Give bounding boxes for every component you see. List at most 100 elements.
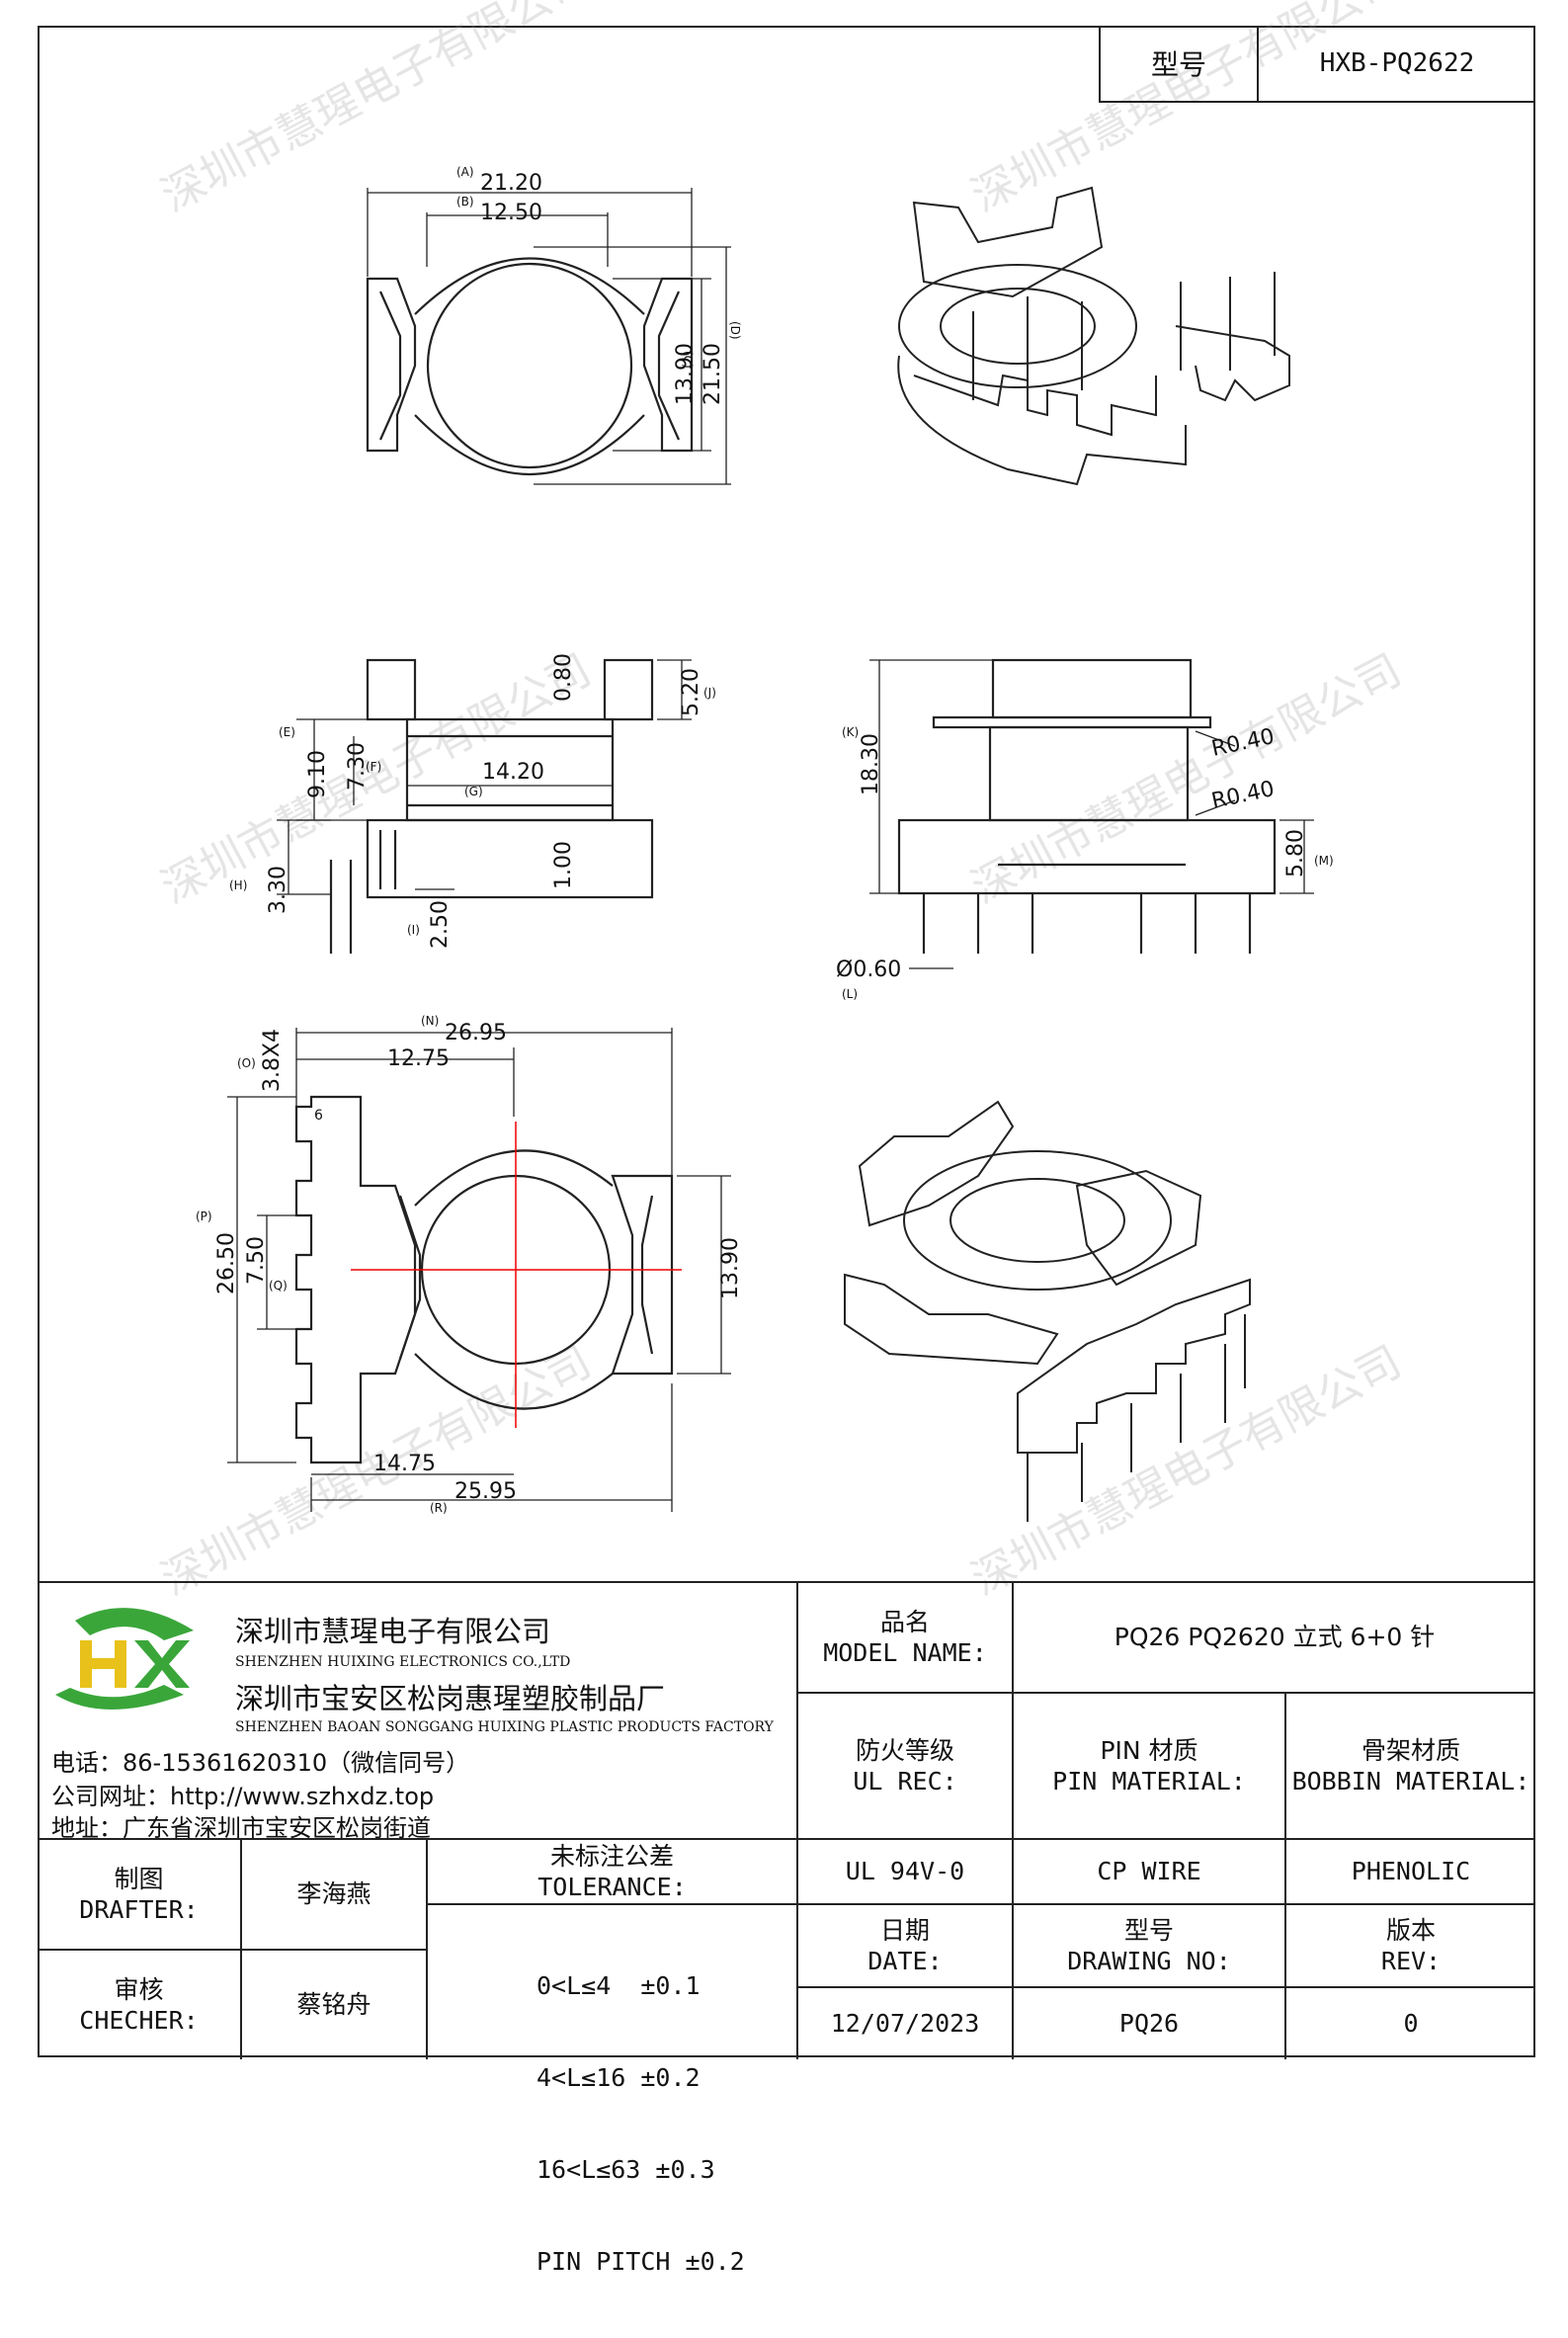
- side-view: [329, 658, 654, 954]
- isometric-view-bottom: [844, 1100, 1251, 1522]
- dim-tag-d: (D): [728, 321, 742, 340]
- company-web: 公司网址：http://www.szhxdz.top: [51, 1783, 435, 1810]
- dim-tag-i: (I): [407, 923, 420, 937]
- drafter-cn: 制图: [114, 1864, 164, 1893]
- dim-b: 12.50: [480, 201, 542, 225]
- centerlines: [351, 1122, 682, 1428]
- date-cn: 日期: [879, 1915, 930, 1945]
- company-name-cn: 深圳市慧瑆电子有限公司: [235, 1615, 551, 1648]
- tolerance-line-4: PIN PITCH ±0.2: [536, 2247, 745, 2276]
- rev-label: 版本 REV:: [1286, 1905, 1535, 1986]
- dim-p: 26.50: [214, 1232, 239, 1294]
- bobbin-material-label: 骨架材质 BOBBIN MATERIAL:: [1286, 1694, 1535, 1838]
- drafter-label: 制图 DRAFTER:: [38, 1840, 240, 1949]
- company-logo: [55, 1608, 194, 1710]
- checker-value: 蔡铭舟: [296, 1990, 371, 2020]
- front-view: [897, 658, 1277, 954]
- dim-tag-o: (O): [237, 1056, 256, 1070]
- pin-number-6: 6: [314, 1108, 323, 1124]
- dim-tag-f: (F): [366, 760, 381, 774]
- company-phone: 电话：86-15361620310（微信同号）: [51, 1749, 470, 1777]
- dim-080: 0.80: [551, 653, 576, 702]
- isometric-view-top: [897, 186, 1290, 486]
- model-name-value: PQ26 PQ2620 立式 6+0 针: [1014, 1583, 1535, 1692]
- dim-tag-k: (K): [842, 725, 859, 739]
- drawing-no-value: PQ26: [1118, 2009, 1180, 2039]
- checker-label: 审核 CHECHER:: [38, 1951, 240, 2059]
- dim-tag-p: (P): [196, 1210, 212, 1223]
- dim-100: 1.00: [551, 841, 576, 889]
- model-name-text: PQ26 PQ2620 立式 6+0 针: [1114, 1623, 1436, 1652]
- dim-tag-c: (C): [681, 351, 695, 369]
- dim-j: 5.20: [679, 668, 703, 716]
- model-name-label: 品名 MODEL NAME:: [798, 1583, 1012, 1692]
- bobbin-material-value: PHENOLIC: [1351, 1857, 1471, 1886]
- tolerance-cn: 未标注公差: [549, 1841, 674, 1871]
- checker-cn: 审核: [114, 1974, 164, 2004]
- pin-material-value: CP WIRE: [1097, 1857, 1201, 1886]
- dim-tag-m: (M): [1314, 854, 1334, 868]
- company-name-en: SHENZHEN HUIXING ELECTRONICS CO.,LTD: [235, 1654, 571, 1670]
- tolerance-line-3: 16<L≤63 ±0.3: [536, 2155, 715, 2184]
- drafter-value: 李海燕: [296, 1879, 371, 1909]
- dim-l: Ø0.60: [836, 958, 901, 982]
- dim-tag-n: (N): [421, 1014, 439, 1028]
- dim-tag-g: (G): [464, 785, 483, 798]
- tolerance-line-2: 4<L≤16 ±0.2: [536, 2063, 701, 2092]
- dim-k: 18.30: [859, 733, 883, 795]
- model-value: HXB-PQ2622: [1319, 48, 1475, 78]
- drafter-en: DRAFTER:: [79, 1895, 199, 1924]
- technical-drawing: (A) 21.20 (B) 12.50 13.90 (C) 21.50 (D) …: [196, 165, 1334, 1522]
- dim-tag-h: (H): [229, 878, 247, 892]
- title-block: 深圳市慧瑆电子有限公司 SHENZHEN HUIXING ELECTRONICS…: [38, 1581, 1535, 2276]
- dim-tag-r: (R): [430, 1501, 448, 1515]
- dim-1275: 12.75: [387, 1046, 450, 1071]
- dim-tag-q: (Q): [269, 1279, 288, 1293]
- tolerance-line-1: 0<L≤4 ±0.1: [536, 1971, 701, 2000]
- dim-r: 25.95: [454, 1479, 517, 1504]
- dim-o: 3.8X4: [260, 1029, 285, 1092]
- dim-tag-e: (E): [279, 725, 295, 739]
- dim-m: 5.80: [1283, 829, 1308, 877]
- model-label: 型号: [1101, 26, 1259, 101]
- factory-name-cn: 深圳市宝安区松岗惠瑆塑胶制品厂: [235, 1682, 666, 1715]
- pin-material-en: PIN MATERIAL:: [1052, 1767, 1246, 1795]
- dim-f: 7.30: [345, 742, 370, 791]
- pin-material-cn: PIN 材质: [1100, 1735, 1198, 1765]
- model-name-en: MODEL NAME:: [823, 1638, 987, 1667]
- dim-r1: R0.40: [1209, 724, 1277, 762]
- tolerance-en: TOLERANCE:: [537, 1873, 687, 1901]
- bottom-view: [294, 1095, 674, 1464]
- date-en: DATE:: [867, 1947, 943, 1975]
- top-view: [366, 257, 694, 476]
- dim-1475: 14.75: [373, 1452, 436, 1476]
- drawing-no-label: 型号 DRAWING NO:: [1014, 1905, 1284, 1986]
- pin-material-label: PIN 材质 PIN MATERIAL:: [1014, 1694, 1284, 1838]
- date-label: 日期 DATE:: [798, 1905, 1012, 1986]
- model-name-cn: 品名: [879, 1607, 930, 1636]
- dim-q: 7.50: [244, 1236, 269, 1285]
- date-value: 12/07/2023: [830, 2009, 980, 2039]
- dim-tag-j: (J): [703, 686, 716, 700]
- drawing-no-en: DRAWING NO:: [1067, 1947, 1231, 1975]
- dim-1390: 13.90: [718, 1237, 743, 1299]
- dim-d: 21.50: [701, 343, 725, 405]
- dim-tag-a: (A): [456, 165, 474, 179]
- dim-n: 26.95: [445, 1021, 507, 1045]
- tolerance-label: 未标注公差 TOLERANCE:: [428, 1840, 796, 1903]
- model-header: 型号 HXB-PQ2622: [1099, 26, 1535, 103]
- drawing-frame: [38, 26, 1535, 2057]
- company-address: 地址：广东省深圳市宝安区松岗街道: [51, 1814, 431, 1842]
- dim-r2: R0.40: [1209, 777, 1277, 814]
- dim-h: 3.30: [266, 866, 290, 914]
- dim-tag-b: (B): [456, 195, 474, 209]
- ul-rec-label: 防火等级 UL REC:: [798, 1694, 1012, 1838]
- dim-a: 21.20: [480, 171, 542, 196]
- drawing-no-cn: 型号: [1123, 1915, 1174, 1945]
- factory-name-en: SHENZHEN BAOAN SONGGANG HUIXING PLASTIC …: [235, 1719, 774, 1735]
- rev-value: 0: [1403, 2009, 1419, 2039]
- dim-tag-l: (L): [842, 987, 858, 1001]
- dim-i: 2.50: [428, 900, 453, 949]
- bobbin-material-en: BOBBIN MATERIAL:: [1291, 1767, 1530, 1795]
- tolerance-values: 0<L≤4 ±0.1 4<L≤16 ±0.2 16<L≤63 ±0.3 PIN …: [428, 1909, 796, 2276]
